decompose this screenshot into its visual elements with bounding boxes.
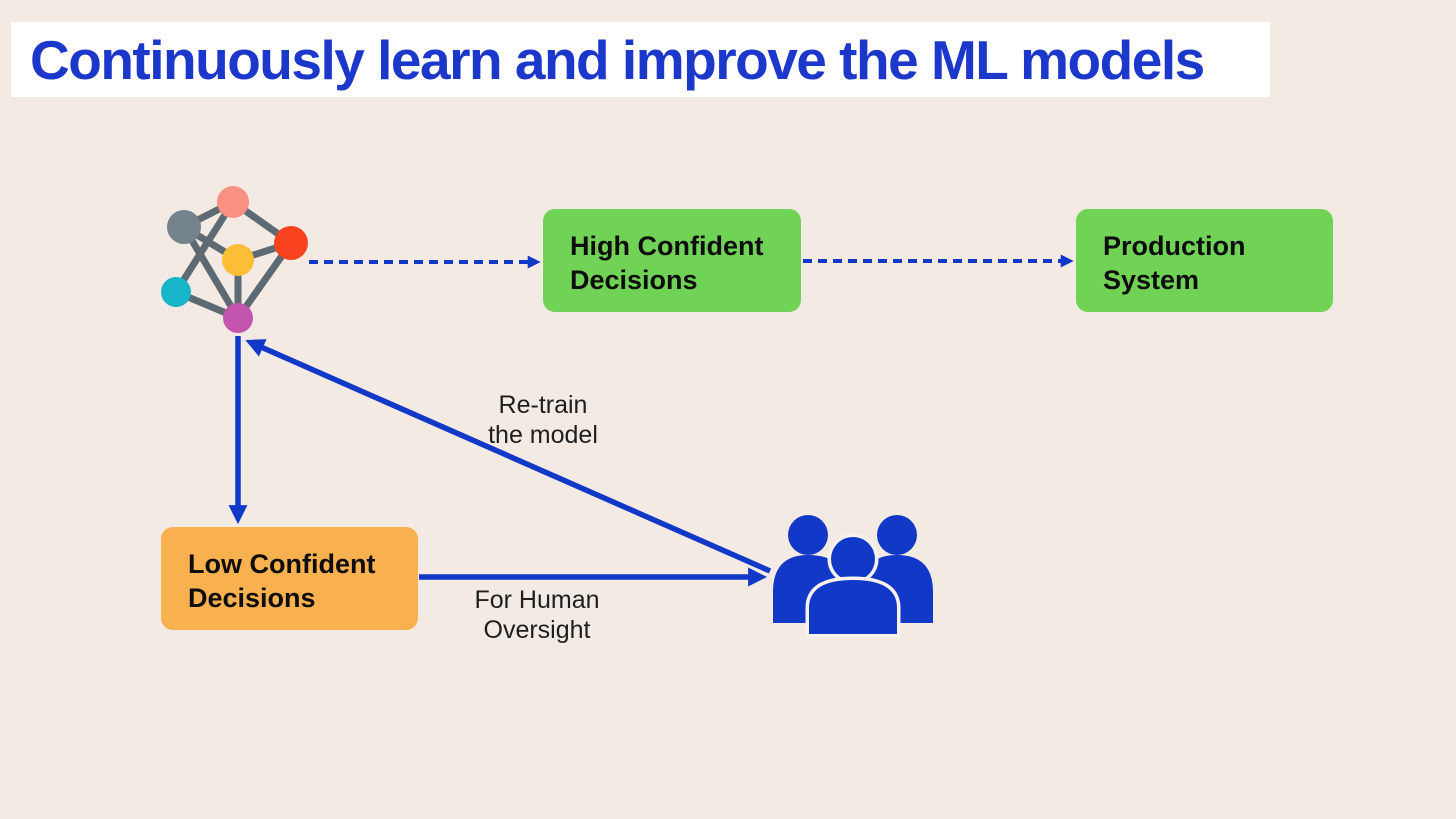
node-magenta	[223, 303, 253, 333]
production-system-label: Production System	[1103, 231, 1246, 295]
arrow-human-to-model-retrain	[245, 339, 772, 574]
node-yellow	[222, 244, 254, 276]
neural-network-icon	[161, 186, 308, 333]
people-group-icon	[773, 515, 933, 638]
node-cyan	[161, 277, 191, 307]
production-system-box: Production System	[1076, 209, 1333, 312]
flow-arrows	[228, 254, 1074, 587]
high-confident-decisions-box: High Confident Decisions	[543, 209, 801, 312]
low-confident-decisions-label: Low Confident Decisions	[188, 549, 376, 613]
title-strip: Continuously learn and improve the ML mo…	[11, 22, 1270, 97]
person-front-center	[805, 533, 901, 638]
node-salmon	[217, 186, 249, 218]
human-oversight-arrow-label: For Human Oversight	[474, 586, 600, 644]
node-red	[274, 226, 308, 260]
node-gray	[167, 210, 201, 244]
retrain-arrow-label: Re-train the model	[488, 391, 598, 449]
low-confident-decisions-box: Low Confident Decisions	[161, 527, 418, 630]
slide-title: Continuously learn and improve the ML mo…	[30, 29, 1205, 91]
high-confident-decisions-label: High Confident Decisions	[570, 231, 764, 295]
